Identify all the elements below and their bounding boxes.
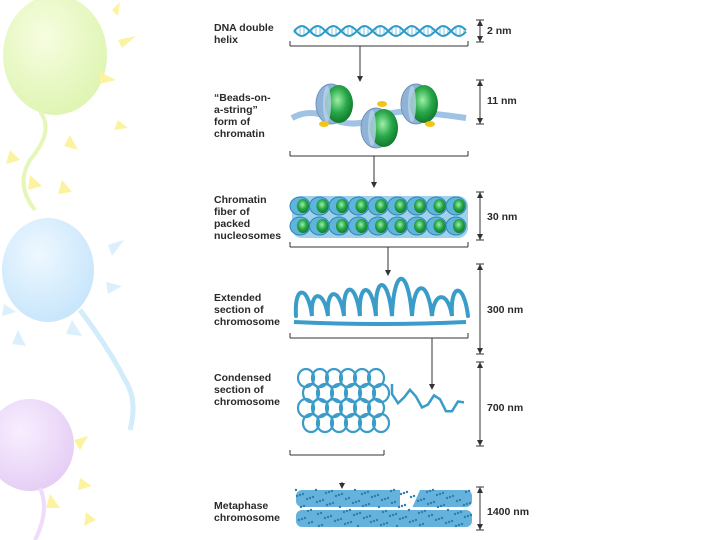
bar-2nm [476, 20, 484, 42]
bar-11nm [476, 80, 484, 124]
bar-700nm [476, 362, 484, 446]
bar-1400nm [476, 487, 484, 530]
arrow-beads-to-fiber [371, 156, 377, 188]
condensed-chromosome [298, 369, 464, 432]
arrow-fiber-to-extended [385, 247, 391, 276]
nucleosome [316, 84, 353, 124]
bar-300nm [476, 264, 484, 354]
arrow-extended-to-condensed [429, 338, 435, 390]
arrow-dna-to-beads [357, 46, 363, 82]
nucleosome [401, 84, 438, 124]
histone-tail [377, 101, 387, 107]
histone-tail [425, 121, 435, 127]
metaphase-chromosome [295, 489, 472, 527]
measure-11nm: 11 nm [487, 95, 517, 107]
beads-on-a-string [292, 84, 466, 148]
arrow-condensed-to-metaphase [339, 482, 345, 489]
bracket-dna [290, 41, 468, 46]
measure-2nm: 2 nm [487, 25, 512, 37]
chromatin-fiber-30nm [290, 196, 468, 238]
histone-tail [319, 121, 329, 127]
tail [392, 384, 464, 411]
measure-30nm: 30 nm [487, 211, 517, 223]
measure-700nm: 700 nm [487, 402, 523, 414]
bracket-condensed [290, 450, 384, 455]
bracket-extended [290, 333, 468, 338]
bracket-fiber [290, 242, 468, 247]
extended-chromosome-loops [294, 279, 468, 324]
dna-double-helix [294, 26, 466, 36]
measure-1400nm: 1400 nm [487, 506, 529, 518]
nucleosome [361, 108, 398, 148]
measure-300nm: 300 nm [487, 304, 523, 316]
scaffold [294, 322, 466, 324]
bracket-beads [290, 151, 468, 156]
bar-30nm [476, 192, 484, 240]
